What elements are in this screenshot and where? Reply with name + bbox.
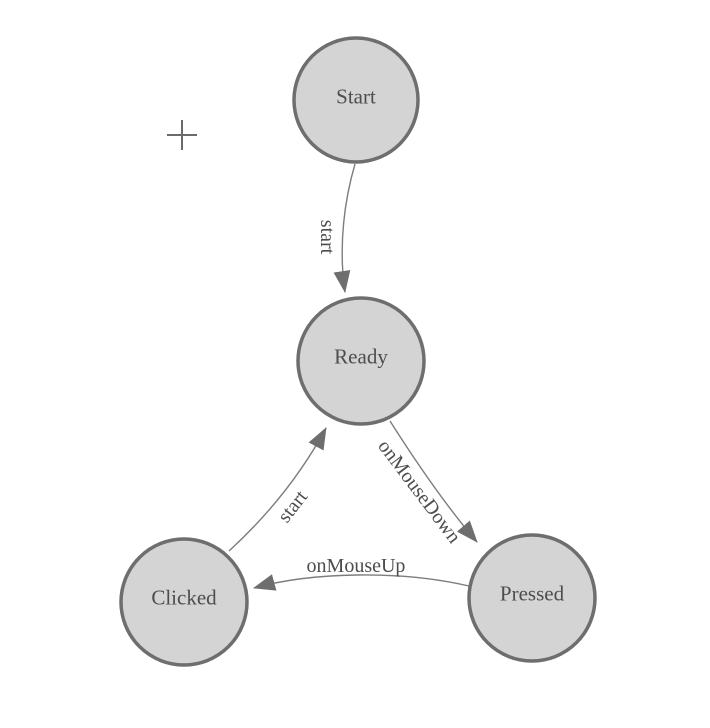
state-node-clicked[interactable]: Clicked	[119, 537, 249, 667]
transition-edge-pressed-clicked[interactable]	[253, 574, 470, 591]
state-circle-start[interactable]	[292, 36, 420, 164]
edge-label-clicked-ready: start	[274, 486, 313, 527]
state-node-pressed[interactable]: Pressed	[467, 533, 597, 663]
state-label-pressed: Pressed	[500, 581, 565, 605]
state-label-ready: Ready	[334, 344, 388, 368]
state-circle-clicked[interactable]	[119, 537, 249, 667]
state-circle-ready[interactable]	[296, 296, 426, 426]
state-label-clicked: Clicked	[151, 585, 217, 609]
transition-edge-start-ready[interactable]	[333, 163, 356, 293]
edge-label-start-ready: start	[316, 220, 338, 255]
edge-label-onmousedown: onMouseDown	[373, 436, 465, 548]
state-circle-pressed[interactable]	[467, 533, 597, 663]
transition-edge-clicked-ready[interactable]	[228, 427, 327, 552]
state-label-start: Start	[336, 84, 376, 108]
transition-edge-ready-pressed[interactable]	[389, 420, 478, 543]
state-node-start[interactable]: Start	[292, 36, 420, 164]
state-node-ready[interactable]: Ready	[296, 296, 426, 426]
crosshair-icon	[167, 120, 197, 150]
edge-label-onmouseup: onMouseUp	[307, 555, 406, 577]
